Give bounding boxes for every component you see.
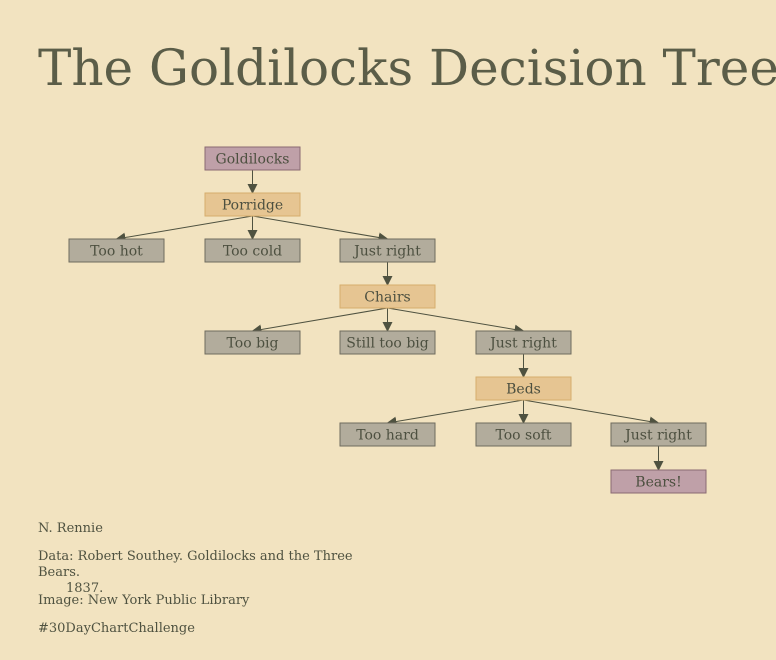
node-label: Too cold [223, 244, 282, 260]
node-box [610, 469, 707, 494]
node-porridge: Porridge [204, 192, 301, 217]
node-box [68, 238, 165, 263]
edges-layer [115, 170, 664, 471]
page-title: The Goldilocks Decision Tree [38, 39, 776, 97]
node-box [339, 284, 436, 309]
footer-data-line2: 1837. [66, 581, 104, 596]
footer-image-credit: Image: New York Public Library [38, 593, 250, 608]
node-label: Just right [488, 336, 557, 352]
node-label: Just right [352, 244, 421, 260]
footer-author: N. Rennie [38, 521, 103, 536]
node-box [610, 422, 707, 447]
node-box [339, 330, 436, 355]
node-label: Too hot [90, 244, 143, 260]
node-label: Too hard [356, 428, 419, 444]
node-box [204, 330, 301, 355]
node-chairs: Chairs [339, 284, 436, 309]
node-box [204, 146, 301, 171]
edge-beds-to-beds_hard [386, 399, 524, 427]
footer-hashtag: #30DayChartChallenge [38, 621, 195, 636]
node-box [204, 238, 301, 263]
footer-data-source: Data: Robert Southey. Goldilocks and the… [38, 549, 398, 597]
node-label: Beds [506, 382, 541, 398]
node-box [339, 422, 436, 447]
node-beds-right: Just right [610, 422, 707, 447]
node-box [475, 376, 572, 401]
node-label: Too big [227, 336, 279, 352]
node-porridge-hot: Too hot [68, 238, 165, 263]
node-box [339, 238, 436, 263]
edge-beds-to-beds_right [523, 399, 660, 427]
node-label: Still too big [346, 336, 428, 352]
footer-data-line1: Data: Robert Southey. Goldilocks and the… [38, 549, 353, 580]
node-chairs-right: Just right [475, 330, 572, 355]
node-label: Too soft [496, 428, 552, 444]
node-chairs-still-big: Still too big [339, 330, 436, 355]
node-label: Bears! [635, 475, 681, 491]
node-bears: Bears! [610, 469, 707, 494]
node-chairs-big: Too big [204, 330, 301, 355]
node-beds-soft: Too soft [475, 422, 572, 447]
edge-chairs-to-chairs_big [251, 307, 388, 335]
node-beds: Beds [475, 376, 572, 401]
edge-porridge-to-porridge_hot [115, 215, 253, 243]
edge-chairs-to-chairs_right [387, 307, 525, 335]
node-box [204, 192, 301, 217]
node-box [475, 330, 572, 355]
node-beds-hard: Too hard [339, 422, 436, 447]
node-box [475, 422, 572, 447]
node-porridge-cold: Too cold [204, 238, 301, 263]
node-label: Goldilocks [216, 152, 290, 168]
node-goldilocks: Goldilocks [204, 146, 301, 171]
node-label: Just right [623, 428, 692, 444]
node-label: Chairs [364, 290, 410, 306]
edge-porridge-to-porridge_right [252, 215, 389, 243]
node-porridge-right: Just right [339, 238, 436, 263]
node-label: Porridge [222, 198, 283, 214]
